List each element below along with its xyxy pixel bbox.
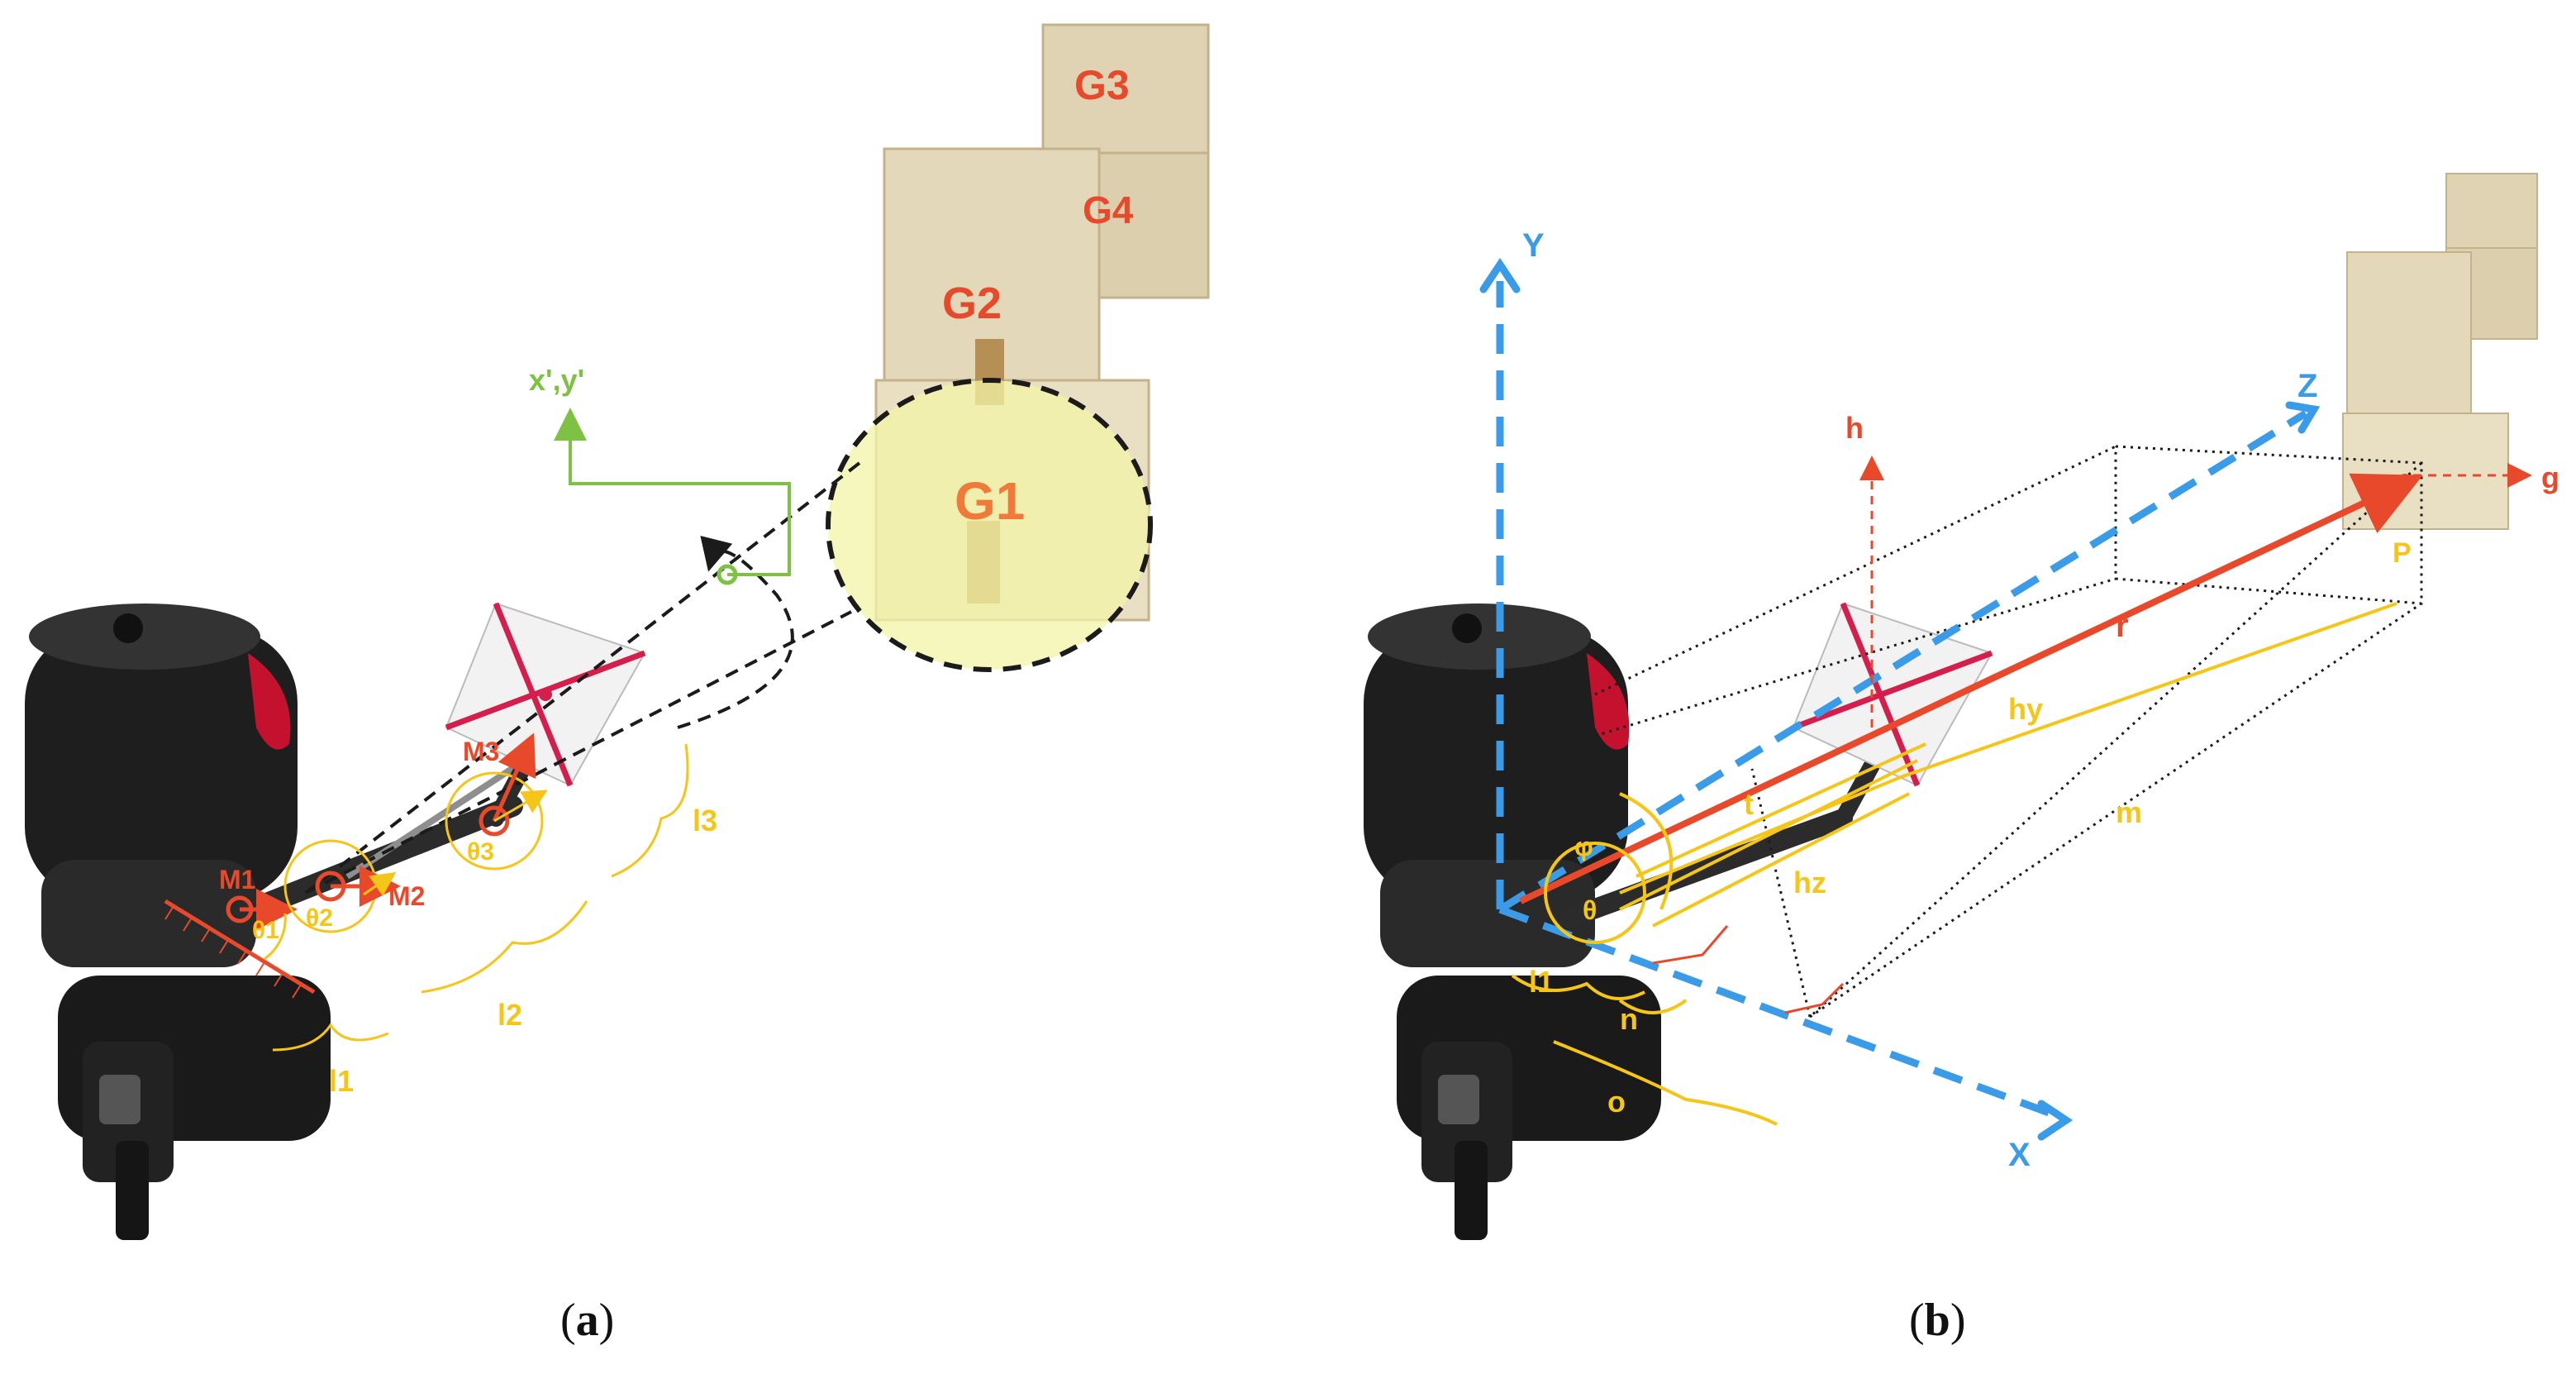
box-stack-b bbox=[2342, 173, 2538, 530]
box-label-g2: G2 bbox=[942, 279, 1002, 328]
caption-b: (b) bbox=[1909, 1295, 1965, 1346]
target-highlight-g1 bbox=[826, 378, 1153, 672]
motor-label-m2: M2 bbox=[388, 881, 425, 911]
angle-label-phi: φ bbox=[1574, 832, 1593, 861]
caption-a: (a) bbox=[560, 1295, 614, 1346]
link-label-l1: l1 bbox=[329, 1064, 354, 1098]
segment-label-hy: hy bbox=[2008, 692, 2043, 726]
motor-label-m1: M1 bbox=[219, 865, 255, 895]
frame-label: x',y' bbox=[529, 363, 584, 397]
target-plate-a bbox=[445, 602, 646, 787]
link-braces-a bbox=[272, 743, 689, 1052]
box-label-g4: G4 bbox=[1083, 188, 1134, 231]
segment-label-t: t bbox=[1744, 787, 1754, 821]
panel-b: Y Z X h g r P hy bbox=[1364, 173, 2559, 1346]
angle-label-theta: θ bbox=[1583, 895, 1597, 925]
link-label-l3: l3 bbox=[693, 804, 717, 837]
vector-label-r: r bbox=[2116, 608, 2129, 644]
link-label-l2: l2 bbox=[498, 998, 522, 1032]
segment-label-l1: l1 bbox=[1529, 965, 1554, 999]
angle-label-theta1: θ1 bbox=[252, 917, 279, 944]
box-label-g3: G3 bbox=[1074, 62, 1130, 108]
point-label-p: P bbox=[2393, 537, 2412, 569]
vector-h: h bbox=[1845, 411, 1884, 728]
box-label-g1: G1 bbox=[955, 471, 1025, 531]
robot-body-a bbox=[25, 604, 331, 1240]
frame-indicator-a: x',y' bbox=[529, 363, 791, 585]
axis-label-x: X bbox=[2008, 1137, 2031, 1173]
yellow-geometry bbox=[1511, 602, 2397, 1126]
segment-label-o: o bbox=[1607, 1085, 1626, 1119]
vector-label-h: h bbox=[1845, 411, 1864, 445]
angle-marks-b bbox=[1652, 925, 1845, 1014]
motor-label-m3: M3 bbox=[463, 737, 499, 766]
axis-label-z: Z bbox=[2297, 368, 2317, 404]
robot-body-b bbox=[1364, 604, 1661, 1240]
view-cone-a bbox=[304, 461, 861, 895]
point-p-marker bbox=[2399, 474, 2411, 485]
angle-label-theta2: θ2 bbox=[306, 904, 333, 932]
joints-a bbox=[226, 732, 548, 961]
segment-label-m: m bbox=[2116, 795, 2142, 829]
segment-label-n: n bbox=[1620, 1002, 1638, 1036]
axis-arrowheads bbox=[1479, 257, 2321, 1141]
angle-label-theta3: θ3 bbox=[467, 838, 494, 866]
axis-label-y: Y bbox=[1522, 227, 1545, 264]
base-ground-a bbox=[164, 899, 316, 999]
segment-label-hz: hz bbox=[1793, 866, 1826, 899]
vector-label-g: g bbox=[2541, 460, 2559, 494]
vector-g: g bbox=[2413, 460, 2559, 494]
vector-r: r bbox=[1519, 473, 2423, 904]
panel-a: G1 G2 G3 G4 x',y' bbox=[25, 23, 1210, 1346]
